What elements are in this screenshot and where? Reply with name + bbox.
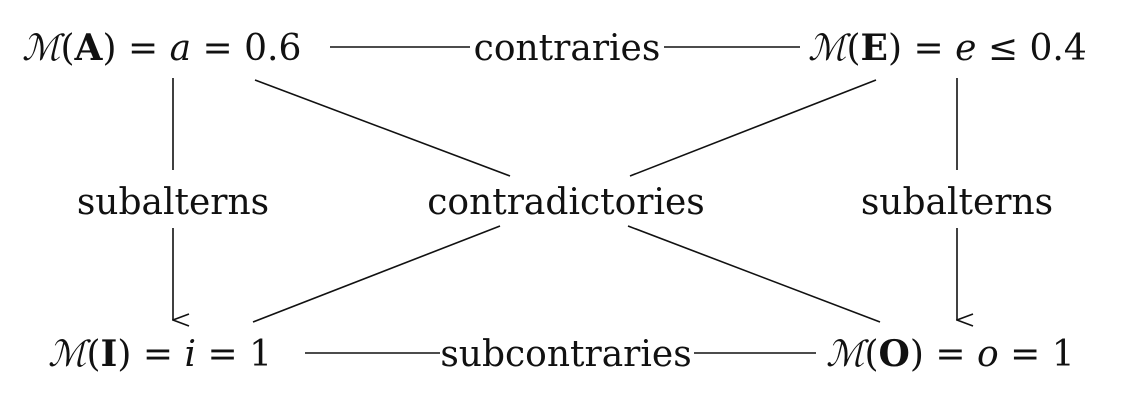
corner-e-rel: ≤ (988, 28, 1018, 69)
corner-e-value: 0.4 (1030, 28, 1087, 69)
diagonal-a-to-center (254, 79, 511, 177)
corner-o-value: 1 (1052, 334, 1075, 375)
corner-o-label: ℳ(O) = o = 1 (826, 333, 1075, 375)
corner-e-label: ℳ(E) = e ≤ 0.4 (808, 27, 1087, 69)
corner-o-rel: = (1010, 334, 1040, 375)
corner-o-letter: O (879, 333, 910, 375)
subcontraries-label: subcontraries (440, 334, 691, 375)
right-subalterns-label: subalterns (861, 182, 1053, 223)
corner-i-var: i (185, 334, 197, 375)
script-m-i: ℳ (48, 334, 91, 375)
diagonal-center-to-i (252, 225, 501, 323)
corner-a-label: ℳ(A) = a = 0.6 (22, 27, 301, 69)
corner-a-letter: A (74, 27, 104, 69)
corner-o-var: o (977, 334, 999, 375)
corner-e-var: e (955, 28, 976, 69)
corner-i-letter: I (101, 333, 118, 375)
corner-i-label: ℳ(I) = i = 1 (48, 333, 272, 375)
script-m-a: ℳ (22, 28, 65, 69)
corner-a-var: a (170, 28, 191, 69)
left-subalterns-label: subalterns (77, 182, 269, 223)
corner-i-value: 1 (249, 334, 272, 375)
script-m-e: ℳ (808, 28, 851, 69)
contradictories-label: contradictories (427, 182, 705, 223)
corner-a-value: 0.6 (244, 28, 301, 69)
diagonal-e-to-center (629, 79, 877, 177)
corner-e-letter: E (861, 27, 888, 69)
script-m-o: ℳ (826, 334, 869, 375)
corner-i-rel: = (207, 334, 237, 375)
diagonal-center-to-o (627, 225, 881, 323)
contraries-label: contraries (474, 28, 661, 69)
corner-a-rel: = (203, 28, 233, 69)
